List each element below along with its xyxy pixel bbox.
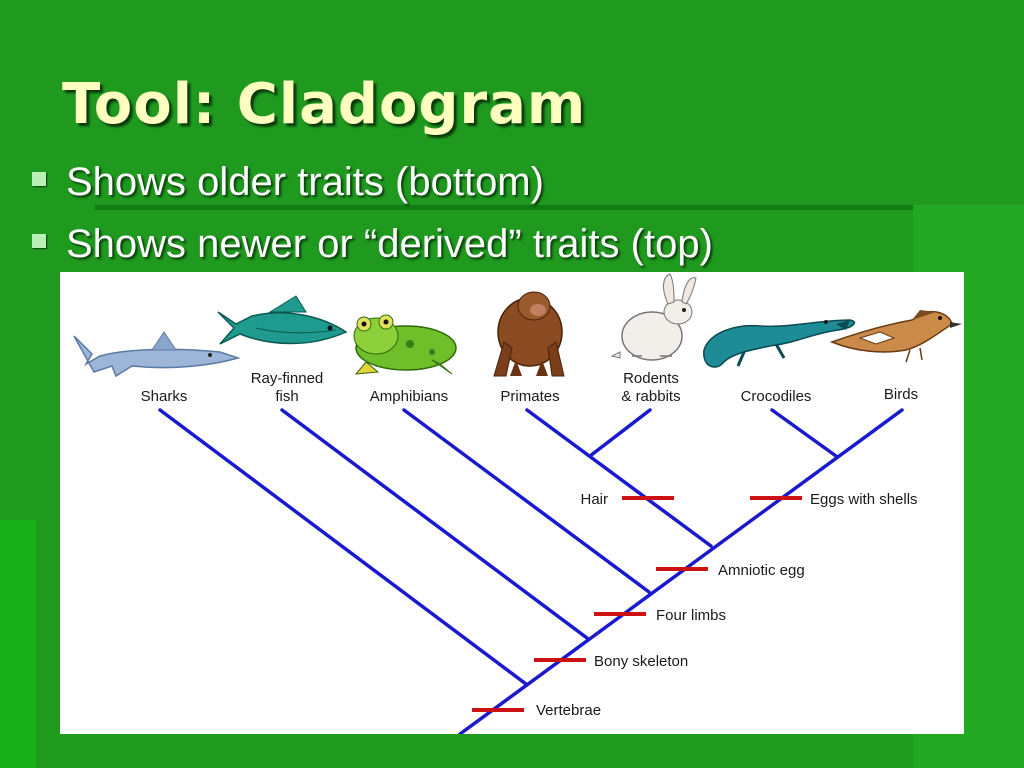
taxon-label-amphibians: Amphibians: [370, 388, 448, 405]
branch-primates: [525, 408, 713, 548]
trait-labels: Hair Eggs with shells Amniotic egg Four …: [536, 491, 918, 719]
cladogram-diagram: Sharks Ray-finned fish Amphibians Primat…: [60, 272, 964, 734]
taxon-label-sharks: Sharks: [141, 388, 188, 405]
background-band-left: [0, 520, 36, 768]
bullet-list: Shows older traits (bottom) Shows newer …: [30, 156, 713, 280]
trait-label-four-limbs: Four limbs: [656, 607, 726, 624]
slide-title: Tool: Cladogram: [62, 72, 587, 137]
cladogram-svg: Sharks Ray-finned fish Amphibians Primat…: [73, 273, 962, 734]
taxon-label-birds: Birds: [884, 386, 918, 403]
branch-crocodiles: [770, 408, 838, 458]
trait-markers: [472, 496, 802, 712]
bullet-item: Shows newer or “derived” traits (top): [30, 218, 713, 280]
shark-icon: [73, 331, 241, 378]
crocodile-icon: [703, 319, 856, 368]
trait-label-bony-skeleton: Bony skeleton: [594, 653, 688, 670]
branch-sharks: [158, 408, 528, 686]
taxon-label-rodents-rabbits: Rodents: [623, 370, 679, 387]
trait-label-eggs-with-shells: Eggs with shells: [810, 491, 918, 508]
taxon-label-primates: Primates: [500, 388, 559, 405]
bullet-text: Shows older traits (bottom): [66, 160, 544, 204]
fish-icon: [217, 295, 348, 345]
rabbit-icon: [610, 273, 697, 361]
trait-label-hair: Hair: [580, 491, 608, 508]
trait-label-vertebrae: Vertebrae: [536, 702, 601, 719]
bullet-square-icon: [32, 234, 46, 248]
cladogram-branches: [158, 408, 904, 734]
taxon-label-rodents-rabbits-line2: & rabbits: [621, 388, 680, 405]
bird-icon: [829, 310, 962, 363]
taxon-label-ray-finned-fish-line2: fish: [275, 388, 298, 405]
trait-label-amniotic-egg: Amniotic egg: [718, 562, 805, 579]
bullet-square-icon: [32, 172, 46, 186]
branch-ray-finned-fish: [280, 408, 589, 640]
branch-amphibians: [402, 408, 651, 594]
background-band-top: [95, 205, 913, 210]
ape-icon: [493, 291, 565, 377]
taxon-label-ray-finned-fish: Ray-finned: [251, 370, 324, 387]
taxon-labels: Sharks Ray-finned fish Amphibians Primat…: [141, 370, 918, 405]
taxon-label-crocodiles: Crocodiles: [741, 388, 812, 405]
branch-rodents-rabbits: [588, 408, 652, 458]
frog-icon: [353, 314, 457, 375]
branch-trunk: [458, 408, 904, 734]
bullet-item: Shows older traits (bottom): [30, 156, 713, 218]
bullet-text: Shows newer or “derived” traits (top): [66, 222, 713, 266]
